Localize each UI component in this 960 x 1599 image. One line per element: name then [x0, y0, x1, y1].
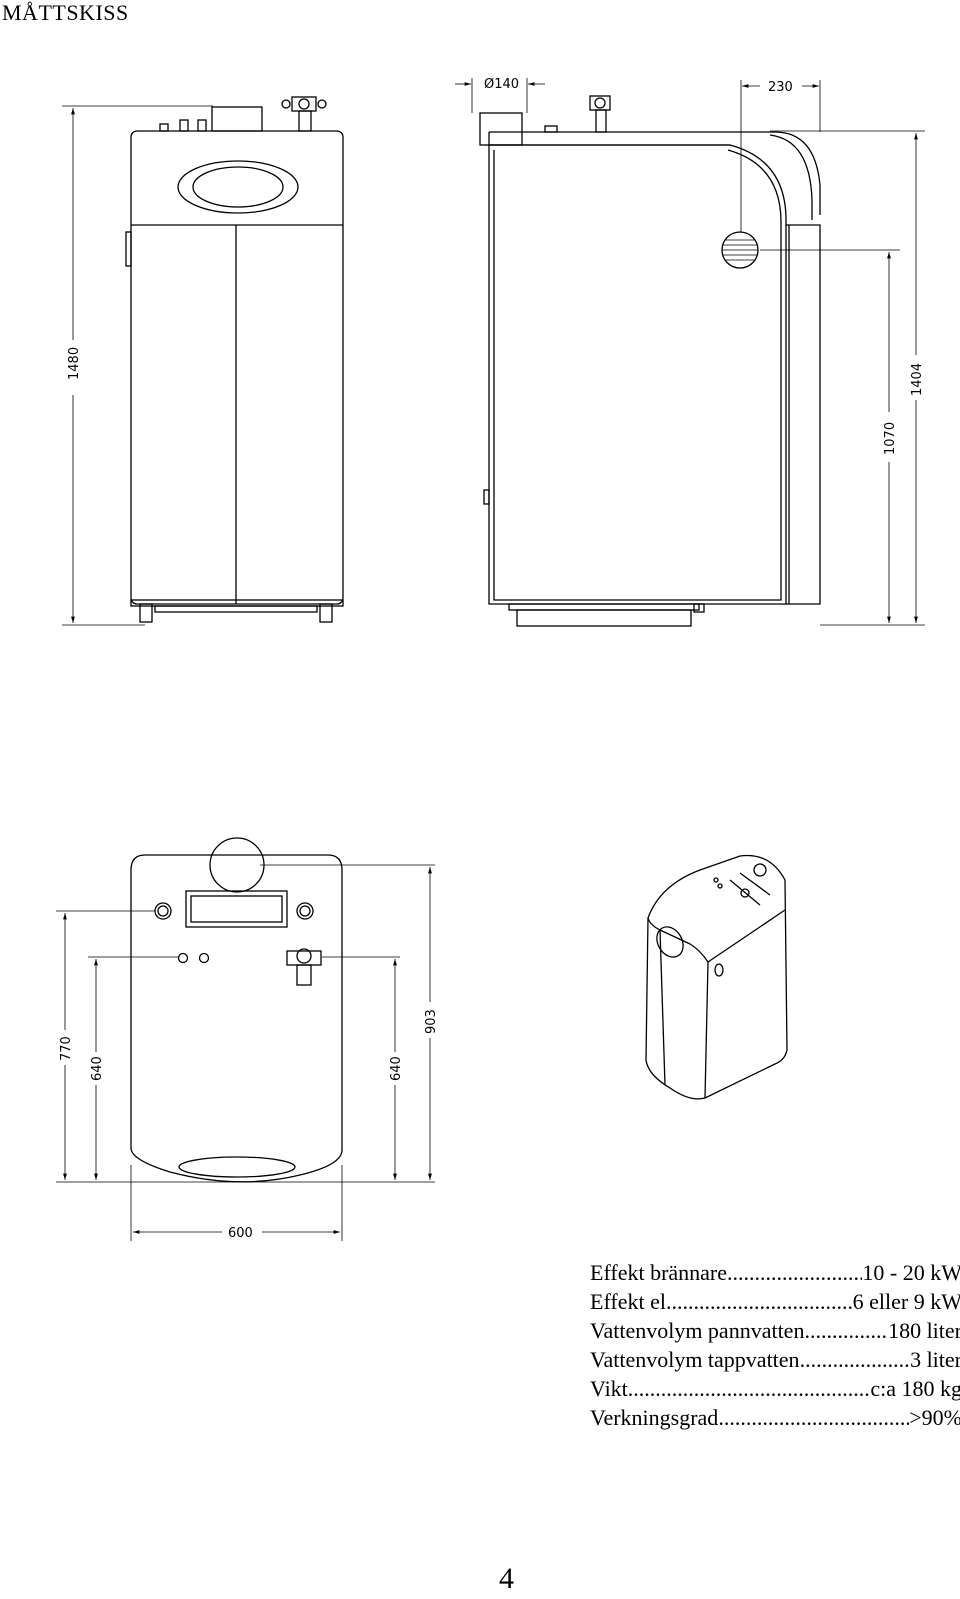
dim-side-height: 1404 — [910, 363, 925, 396]
spec-row: Vikt c:a 180 kg — [590, 1374, 960, 1403]
dim-top-total: 903 — [424, 1009, 439, 1034]
page-title: MÅTTSKISS — [2, 0, 129, 25]
front-view — [125, 96, 344, 623]
dim-top-right-depth: 640 — [389, 1056, 404, 1081]
spec-row: Effekt brännare 10 - 20 kW — [590, 1258, 960, 1287]
dim-top-depth: 770 — [59, 1036, 74, 1061]
spec-row: Vattenvolym pannvatten 180 liter — [590, 1316, 960, 1345]
isometric-view — [645, 854, 788, 1100]
dim-top-width: 600 — [228, 1226, 253, 1241]
dim-top-left-depth: 640 — [90, 1056, 105, 1081]
page-number: 4 — [499, 1562, 514, 1595]
spec-list: Effekt brännare 10 - 20 kW Effekt el 6 e… — [590, 1258, 960, 1432]
dim-flue-diameter: Ø140 — [484, 77, 519, 92]
spec-label: Vattenvolym pannvatten — [590, 1318, 805, 1343]
spec-row: Effekt el 6 eller 9 kW — [590, 1287, 960, 1316]
dim-front-height: 1480 — [67, 347, 82, 380]
spec-label: Effekt brännare — [590, 1260, 728, 1285]
spec-value: 10 - 20 kW — [862, 1260, 960, 1285]
spec-label: Effekt el — [590, 1289, 666, 1314]
dim-connection-height: 1070 — [883, 422, 898, 455]
spec-value: >90% — [909, 1405, 960, 1430]
spec-row: Verkningsgrad >90% — [590, 1403, 960, 1432]
spec-label: Verkningsgrad — [590, 1405, 719, 1430]
top-view — [130, 837, 343, 1183]
spec-row: Vattenvolym tappvatten 3 liter — [590, 1345, 960, 1374]
spec-label: Vikt — [590, 1376, 628, 1401]
dim-side-depth-top: 230 — [768, 80, 793, 95]
spec-value: 3 liter — [910, 1347, 960, 1372]
spec-value: c:a 180 kg — [870, 1376, 960, 1401]
spec-value: 180 liter — [888, 1318, 960, 1343]
spec-value: 6 eller 9 kW — [852, 1289, 960, 1314]
side-view — [479, 95, 821, 627]
spec-label: Vattenvolym tappvatten — [590, 1347, 800, 1372]
